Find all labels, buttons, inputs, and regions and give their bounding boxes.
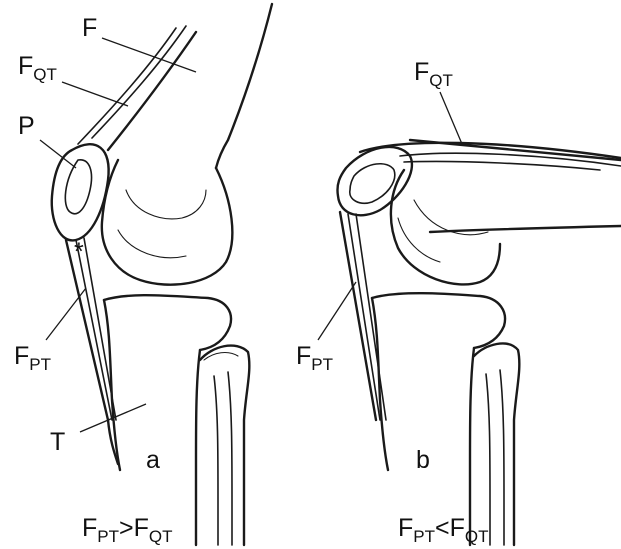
- asterisk-label: *: [74, 238, 84, 266]
- panel-b-drawing: [337, 140, 621, 545]
- tibia-label: T: [50, 428, 65, 456]
- patella-label: P: [18, 112, 35, 140]
- femur-label: F: [82, 14, 97, 42]
- panel-a-patellar-tendon: [66, 240, 108, 420]
- panel-a-tibia: [104, 295, 231, 350]
- panel-a-drawing: [52, 4, 272, 545]
- panel-b-fqt-label: FQT: [414, 58, 453, 90]
- panel-a-fibula: [200, 346, 249, 545]
- panel-a-femoral-condyle: [102, 160, 233, 285]
- panel-b-femoral-condyle: [391, 170, 500, 284]
- panel-b-fpt-label: FPT: [296, 342, 333, 374]
- panel-a-letter: a: [146, 446, 160, 474]
- panel-a-quad-tendon: [108, 32, 196, 150]
- panel-b-patella: [337, 147, 411, 215]
- panel-a-caption: FPT>FQT: [82, 514, 173, 546]
- panel-b-tibia: [372, 293, 505, 348]
- panel-b-letter: b: [416, 446, 430, 474]
- panel-a-leaders: [40, 38, 196, 432]
- panel-b-caption: FPT<FQT: [398, 514, 489, 546]
- panel-a-patella: [52, 144, 109, 240]
- panel-a-femur-shaft: [216, 4, 272, 168]
- panel-a-fpt-label: FPT: [14, 342, 51, 374]
- panel-b-fibula: [474, 343, 519, 545]
- panel-a-fqt-label: FQT: [18, 52, 57, 84]
